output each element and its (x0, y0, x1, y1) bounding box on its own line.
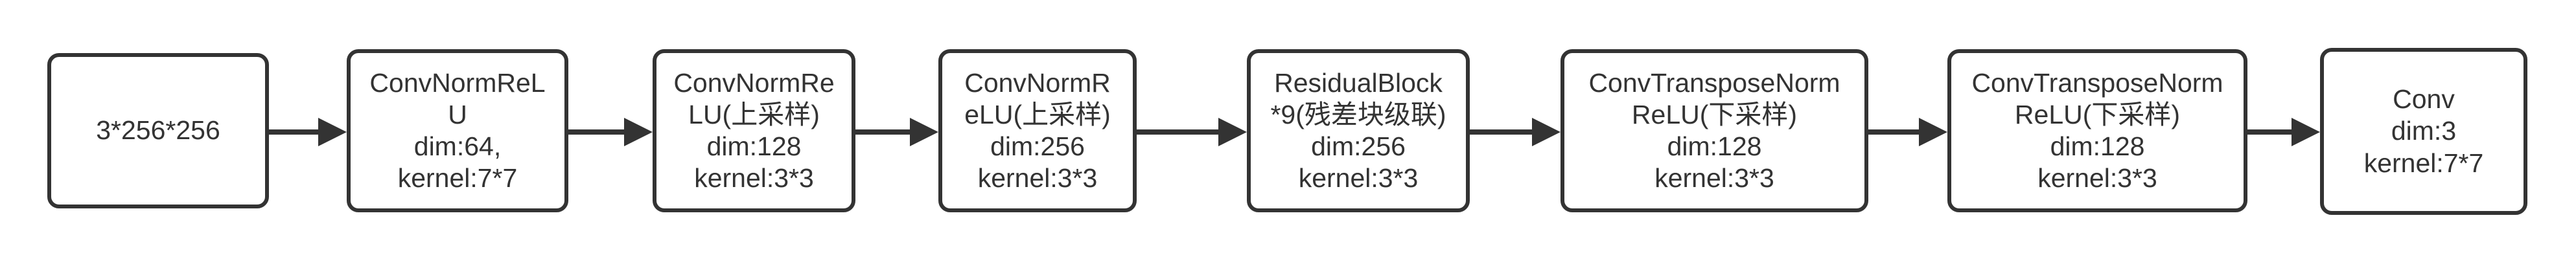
node-label-line: dim:128 (706, 131, 802, 161)
node-label-line: kernel:3*3 (1654, 163, 1774, 194)
arrow-shaft (1868, 129, 1919, 135)
node-label-line: eLU(上采样) (964, 99, 1111, 129)
arrow-shaft (269, 129, 318, 135)
node-label-line: ConvNormRe (673, 67, 835, 98)
arrow-head-icon (1919, 118, 1947, 146)
node-label-line: kernel:3*3 (977, 163, 1098, 194)
node-label-line: ResidualBlock (1274, 67, 1443, 98)
node-label-line: kernel:7*7 (2363, 148, 2484, 178)
node-label-line: Conv (2393, 84, 2455, 115)
node-label-line: 3*256*256 (96, 115, 220, 146)
node-label-line: dim:128 (2050, 131, 2145, 161)
arrow-shaft (1470, 129, 1532, 135)
arrow-shaft (2247, 129, 2292, 135)
node-label-line: kernel:3*3 (694, 163, 814, 194)
arrow-head-icon (318, 118, 347, 146)
node-label-line: ConvTransposeNorm (1971, 67, 2223, 98)
arrow-shaft (568, 129, 624, 135)
node-label-line: kernel:3*3 (2037, 163, 2157, 194)
node-label-line: ReLU(下采样) (2014, 99, 2181, 129)
node-label-line: ReLU(下采样) (1631, 99, 1798, 129)
arrow-shaft (855, 129, 910, 135)
node-label-line: dim:3 (2391, 116, 2457, 146)
node-label-line: kernel:7*7 (397, 163, 518, 194)
node-input[interactable]: 3*256*256 (47, 53, 269, 208)
arrow-head-icon (910, 118, 938, 146)
arrow-head-icon (2292, 118, 2320, 146)
node-label-line: dim:256 (990, 131, 1085, 161)
node-label-line: dim:256 (1311, 131, 1406, 161)
arrow-head-icon (1532, 118, 1561, 146)
node-label-line: dim:64, (413, 131, 502, 161)
arrow-shaft (1137, 129, 1218, 135)
node-label-line: LU(上采样) (688, 99, 820, 129)
node-label-line: dim:128 (1667, 131, 1762, 161)
node-label-line: ConvTransposeNorm (1588, 67, 1840, 98)
node-label-line: *9(残差块级联) (1270, 99, 1446, 129)
node-label-line: ConvNormReL (369, 67, 546, 98)
arrow-head-icon (624, 118, 653, 146)
node-label-line: U (448, 99, 467, 129)
node-label-line: kernel:3*3 (1298, 163, 1419, 194)
arrow-head-icon (1218, 118, 1247, 146)
node-label-line: ConvNormR (964, 67, 1111, 98)
